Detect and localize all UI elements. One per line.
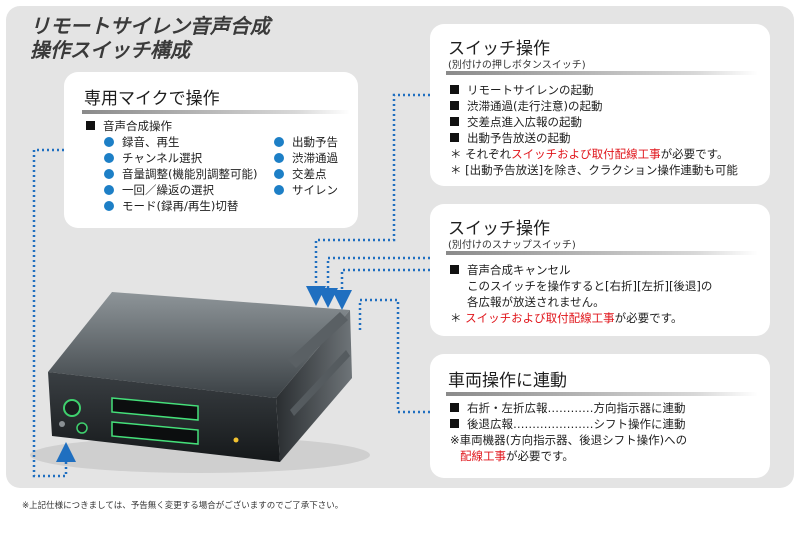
connector-mic (32, 148, 76, 478)
blue-bullet-icon (104, 153, 114, 163)
mic-box-rule (82, 110, 350, 114)
mic-right-item: サイレン (274, 182, 338, 198)
mic-jack-icon (59, 421, 65, 427)
main-title-line1: リモートサイレン音声合成 (30, 14, 270, 38)
device-bracket (288, 312, 348, 368)
square-bullet-icon (450, 133, 459, 142)
push-item: リモートサイレンの起動 (450, 82, 594, 98)
connector-snap-switch (318, 256, 430, 308)
push-note-2: ＊ [出動予告放送]を除き、クラクション操作連動も可能 (450, 163, 738, 177)
volume-knob-icon (63, 399, 81, 417)
push-item: 出動予告放送の起動 (450, 130, 571, 146)
blue-bullet-icon (274, 153, 284, 163)
connector-lines (32, 93, 430, 478)
control-unit-device (48, 292, 352, 462)
connector-push-switch (306, 93, 430, 306)
square-bullet-icon (86, 121, 95, 130)
snap-box-rule (446, 251, 758, 255)
footnote: ※上記仕様につきましては、予告無く変更する場合がございますのでご了承下さい。 (22, 501, 344, 511)
snap-desc-2: 各広報が放送されません。 (467, 295, 605, 309)
mic-left-item: モード(録再/再生)切替 (104, 198, 238, 214)
square-bullet-icon (450, 85, 459, 94)
blue-bullet-icon (274, 185, 284, 195)
snap-item: 音声合成キャンセル (450, 262, 571, 278)
device-bracket (290, 350, 350, 416)
push-box-rule (446, 71, 758, 75)
vehicle-box-title: 車両操作に連動 (448, 371, 567, 391)
snap-box-subtitle: (別付けのスナップスイッチ) (448, 240, 576, 251)
device-slot-upper (111, 397, 199, 421)
mic-box-title: 専用マイクで操作 (84, 89, 220, 109)
square-bullet-icon (450, 419, 459, 428)
square-bullet-icon (450, 117, 459, 126)
blue-bullet-icon (104, 169, 114, 179)
vehicle-note-1: ※車両機器(方向指示器、後退シフト操作)への (450, 433, 688, 447)
snap-desc-1: このスイッチを操作すると[右折][左折][後退]の (467, 279, 713, 293)
square-bullet-icon (450, 403, 459, 412)
square-bullet-icon (450, 101, 459, 110)
push-item: 渋滞通過(走行注意)の起動 (450, 98, 602, 114)
vehicle-item-1: 右折・左折広報…………方向指示器に連動 (450, 400, 686, 416)
blue-bullet-icon (274, 169, 284, 179)
snap-note: ＊ スイッチおよび取付配線工事が必要です。 (450, 311, 683, 325)
push-note-1: ＊ それぞれスイッチおよび取付配線工事が必要です。 (450, 147, 729, 161)
snap-switch-box: スイッチ操作 (別付けのスナップスイッチ) 音声合成キャンセル このスイッチを操… (430, 204, 770, 336)
status-led-icon (233, 437, 239, 443)
push-box-title: スイッチ操作 (448, 39, 550, 59)
main-title: リモートサイレン音声合成 操作スイッチ構成 (30, 14, 270, 62)
push-box-subtitle: (別付けの押しボタンスイッチ) (448, 60, 586, 71)
mic-operation-box: 専用マイクで操作 音声合成操作 録音、再生 チャンネル選択 音量調整(機能別調整… (64, 72, 358, 228)
mic-right-item: 出動予告 (274, 134, 338, 150)
mic-left-item: 一回／繰返の選択 (104, 182, 214, 198)
blue-bullet-icon (274, 137, 284, 147)
mic-left-item: チャンネル選択 (104, 150, 202, 166)
blue-bullet-icon (104, 137, 114, 147)
power-button-icon (76, 422, 88, 434)
mic-left-item: 録音、再生 (104, 134, 180, 150)
mic-left-item: 音量調整(機能別調整可能) (104, 166, 257, 182)
device-top-face (48, 292, 350, 398)
mic-header: 音声合成操作 (86, 118, 172, 134)
blue-bullet-icon (104, 185, 114, 195)
push-item: 交差点進入広報の起動 (450, 114, 582, 130)
vehicle-link-box: 車両操作に連動 右折・左折広報…………方向指示器に連動 後退広報…………………シ… (430, 354, 770, 478)
connector-snap-switch-2 (332, 268, 430, 310)
mic-right-item: 交差点 (274, 166, 327, 182)
vehicle-item-2: 後退広報…………………シフト操作に連動 (450, 416, 686, 432)
device-slot-lower (111, 421, 199, 445)
square-bullet-icon (450, 265, 459, 274)
blue-bullet-icon (104, 201, 114, 211)
push-switch-box: スイッチ操作 (別付けの押しボタンスイッチ) リモートサイレンの起動 渋滞通過(… (430, 24, 770, 186)
snap-box-title: スイッチ操作 (448, 219, 550, 239)
vehicle-box-rule (446, 392, 758, 396)
vehicle-note-2: 配線工事が必要です。 (460, 449, 574, 463)
connector-vehicle (358, 298, 430, 414)
main-title-line2: 操作スイッチ構成 (30, 38, 190, 62)
mic-right-item: 渋滞通過 (274, 150, 338, 166)
